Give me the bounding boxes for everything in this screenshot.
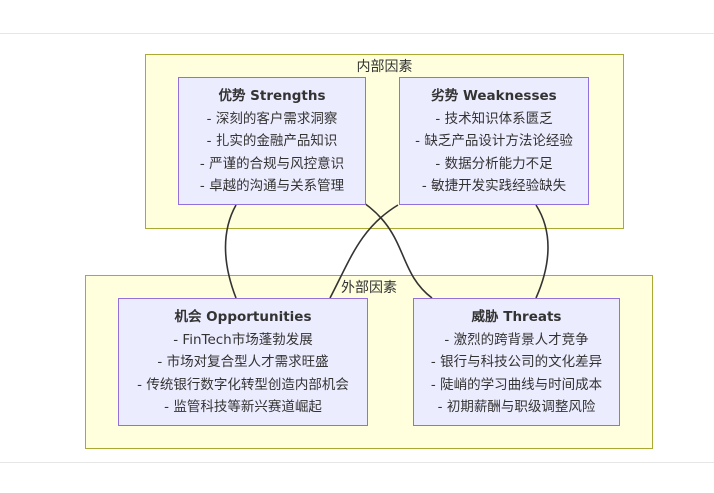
link-weaknesses-threats — [535, 204, 549, 299]
threats-title: 威胁 Threats — [471, 309, 562, 325]
strengths-item: - 严谨的合规与风控意识 — [199, 155, 345, 172]
link-weaknesses-opportunities — [329, 204, 399, 299]
threats-item: - 陡峭的学习曲线与时间成本 — [430, 376, 603, 393]
strengths-item: - 卓越的沟通与关系管理 — [199, 178, 345, 194]
link-strengths-opportunities — [224, 204, 237, 299]
link-strengths-threats — [354, 196, 433, 299]
weaknesses-item: - 敏捷开发实践经验缺失 — [421, 178, 567, 194]
weaknesses-item: - 技术知识体系匮乏 — [435, 110, 553, 127]
group-internal-label: 内部因素 — [356, 59, 413, 75]
threats-item: - 初期薪酬与职级调整风险 — [437, 399, 596, 415]
strengths-title: 优势 Strengths — [218, 88, 326, 104]
opportunities-item: - 监管科技等新兴赛道崛起 — [164, 399, 322, 415]
strengths-item: - 扎实的金融产品知识 — [206, 133, 338, 149]
node-opportunities[interactable]: 机会 Opportunities - FinTech市场蓬勃发展 - 市场对复合… — [118, 298, 368, 426]
threats-item: - 激烈的跨背景人才竞争 — [444, 331, 589, 348]
node-strengths[interactable]: 优势 Strengths - 深刻的客户需求洞察 - 扎实的金融产品知识 - 严… — [178, 77, 366, 205]
top-divider — [0, 33, 714, 34]
weaknesses-item: - 缺乏产品设计方法论经验 — [415, 133, 573, 149]
group-external-label: 外部因素 — [341, 280, 397, 296]
weaknesses-item: - 数据分析能力不足 — [435, 155, 553, 172]
opportunities-item: - 传统银行数字化转型创造内部机会 — [137, 376, 349, 393]
bottom-divider — [0, 462, 714, 463]
threats-item: - 银行与科技公司的文化差异 — [430, 354, 603, 370]
opportunities-item: - FinTech市场蓬勃发展 — [173, 331, 313, 348]
opportunities-title: 机会 Opportunities — [174, 309, 312, 325]
node-weaknesses[interactable]: 劣势 Weaknesses - 技术知识体系匮乏 - 缺乏产品设计方法论经验 -… — [399, 77, 589, 205]
node-threats[interactable]: 威胁 Threats - 激烈的跨背景人才竞争 - 银行与科技公司的文化差异 -… — [413, 298, 620, 426]
weaknesses-title: 劣势 Weaknesses — [431, 88, 557, 104]
strengths-item: - 深刻的客户需求洞察 — [206, 110, 338, 127]
opportunities-item: - 市场对复合型人才需求旺盛 — [157, 354, 329, 370]
